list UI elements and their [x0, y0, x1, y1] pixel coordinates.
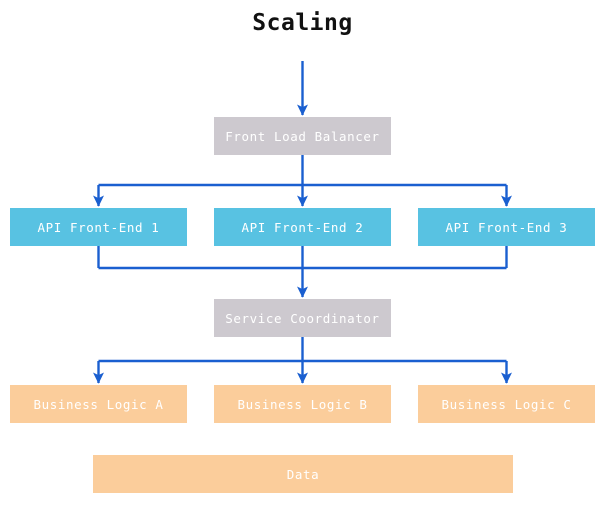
node-business-logic-b[interactable]: Business Logic B: [214, 385, 391, 423]
node-api-front-end-1[interactable]: API Front-End 1: [10, 208, 187, 246]
node-data[interactable]: Data: [93, 455, 513, 493]
node-business-logic-a[interactable]: Business Logic A: [10, 385, 187, 423]
node-front-load-balancer[interactable]: Front Load Balancer: [214, 117, 391, 155]
node-service-coordinator[interactable]: Service Coordinator: [214, 299, 391, 337]
page-title: Scaling: [252, 10, 353, 36]
node-business-logic-c[interactable]: Business Logic C: [418, 385, 595, 423]
node-api-front-end-3[interactable]: API Front-End 3: [418, 208, 595, 246]
node-api-front-end-2[interactable]: API Front-End 2: [214, 208, 391, 246]
